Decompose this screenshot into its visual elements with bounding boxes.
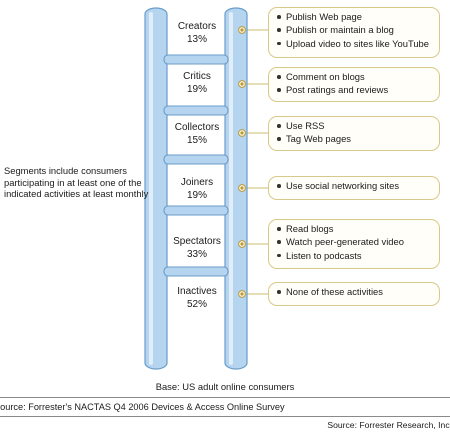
connector-dots [238, 26, 246, 298]
activity-item: Read blogs [277, 222, 435, 235]
divider-line [0, 416, 450, 417]
base-note: Base: US adult online consumers [155, 381, 295, 392]
segment-percent: 33% [186, 249, 207, 260]
segment-percent: 19% [186, 84, 207, 95]
rail-highlight [229, 12, 233, 365]
connector-dot-center [240, 28, 244, 32]
activity-item: Listen to podcasts [277, 249, 435, 262]
ladder-rung [163, 105, 229, 116]
survey-source: Source: Forrester's NACTAS Q4 2006 Devic… [0, 402, 285, 412]
ladder-rung [163, 205, 229, 216]
segment-name: Joiners [180, 177, 214, 188]
segment-name: Spectators [173, 236, 221, 247]
connector-dot-center [240, 292, 244, 296]
ladder-rails [144, 7, 248, 370]
activity-item: Publish Web page [277, 10, 435, 23]
ladder-rungs [163, 54, 229, 277]
segment-percent: 15% [186, 135, 207, 146]
research-source: Source: Forrester Research, Inc. [327, 420, 450, 430]
rail-highlight [149, 12, 153, 365]
segment-name: Critics [183, 71, 211, 82]
segments-note: Segments include consumers participating… [4, 165, 149, 199]
activity-box: None of these activities [268, 282, 440, 306]
activity-item: Post ratings and reviews [277, 83, 435, 96]
activity-item: Publish or maintain a blog [277, 23, 435, 36]
connector-dot-center [240, 131, 244, 135]
ladder-rung [163, 154, 229, 165]
activity-item: Upload video to sites like YouTube [277, 37, 435, 50]
activity-item: Comment on blogs [277, 70, 435, 83]
segment-name: Collectors [174, 122, 220, 133]
activity-item: None of these activities [277, 285, 435, 298]
segment-name: Creators [177, 21, 217, 32]
connector-dot-center [240, 186, 244, 190]
segment-percent: 19% [186, 190, 207, 201]
divider-line [0, 397, 450, 398]
activity-item: Use RSS [277, 119, 435, 132]
activity-box: Use social networking sites [268, 176, 440, 200]
connector-dot-center [240, 242, 244, 246]
activity-item: Use social networking sites [277, 179, 435, 192]
segment-percent: 13% [186, 34, 207, 45]
segment-name: Inactives [177, 286, 217, 297]
activity-item: Watch peer-generated video [277, 235, 435, 248]
ladder-rung [163, 54, 229, 65]
connector-dot-center [240, 82, 244, 86]
activity-list: None of these activities [277, 285, 435, 298]
segment-percent: 52% [186, 299, 207, 310]
ladder-rung [163, 266, 229, 277]
activity-list: Use social networking sites [277, 179, 435, 192]
activity-item: Tag Web pages [277, 132, 435, 145]
